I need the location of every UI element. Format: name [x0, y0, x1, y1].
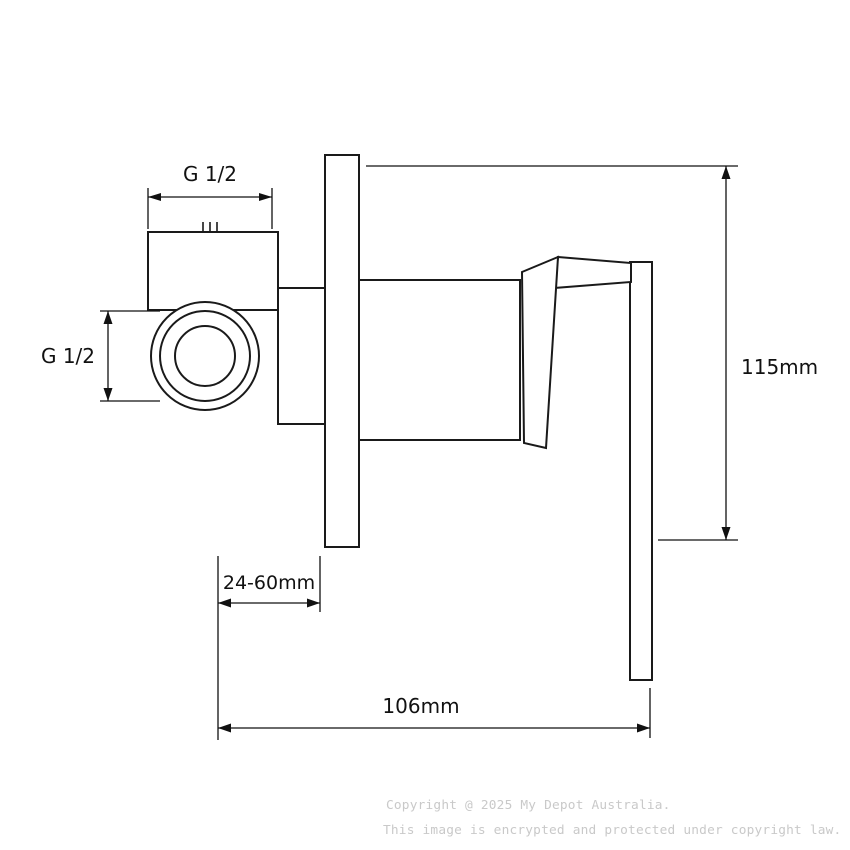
valve-body — [358, 279, 521, 441]
through-wall-cylinder — [277, 287, 326, 425]
dimension-overall-width: 106mm — [218, 688, 651, 738]
dim-label-side-thread: G 1/2 — [41, 344, 95, 368]
dim-label-plate-height: 115mm — [741, 355, 818, 379]
dim-label-wall-depth: 24-60mm — [223, 572, 315, 594]
mixer-outline-group — [147, 154, 653, 681]
inlet-port-outer-circle — [150, 301, 260, 411]
handle-lever — [520, 255, 560, 450]
dim-label-overall-width: 106mm — [382, 694, 459, 718]
arrowhead-left — [218, 598, 231, 608]
arrowhead-up — [103, 311, 113, 324]
inlet-port-inner-circle — [174, 325, 236, 387]
dimension-side-thread: G 1/2 — [41, 310, 160, 402]
inlet-port-middle-circle — [159, 310, 251, 402]
arrowhead-down — [721, 527, 731, 540]
handle-neck — [552, 255, 632, 290]
arrowhead-left — [218, 723, 231, 733]
arrowhead-right — [637, 723, 650, 733]
arrowhead-right — [307, 598, 320, 608]
inlet-body — [147, 231, 279, 311]
wall-plate — [324, 154, 360, 548]
arrowhead-down — [103, 388, 113, 401]
dimension-top-thread: G 1/2 — [147, 162, 273, 229]
copyright-watermark: Copyright @ 2025 My Depot Australia. Thi… — [383, 798, 841, 838]
dim-label-top-thread: G 1/2 — [183, 162, 237, 186]
arrowhead-up — [721, 166, 731, 179]
dimension-plate-height: 115mm — [366, 165, 818, 541]
arrowhead-right — [259, 193, 272, 201]
dimension-wall-depth: 24-60mm — [217, 556, 321, 740]
handle-grip — [629, 261, 653, 681]
copyright-line-2: This image is encrypted and protected un… — [383, 823, 841, 838]
arrowhead-left — [148, 193, 161, 201]
copyright-line-1: Copyright @ 2025 My Depot Australia. — [386, 798, 671, 813]
